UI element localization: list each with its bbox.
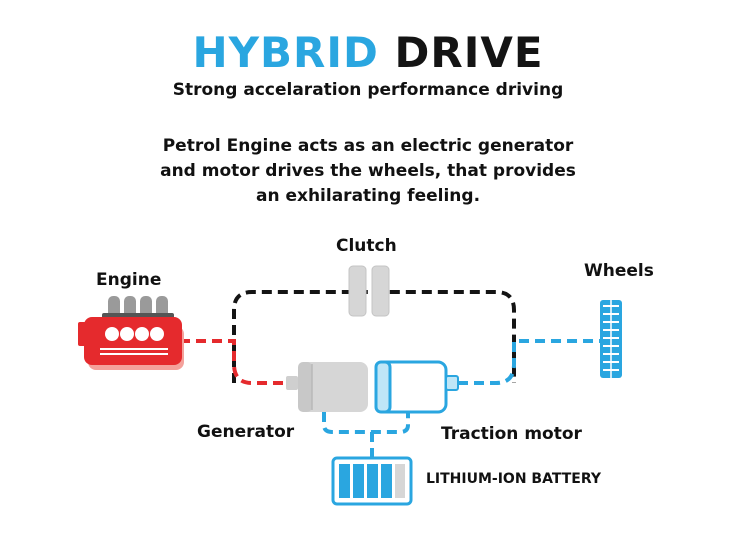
page-title: HYBRID DRIVE — [0, 28, 736, 77]
description-line-3: an exhilarating feeling. — [255, 186, 481, 206]
battery-link — [322, 412, 410, 458]
clutch-icon — [348, 265, 390, 317]
traction-motor-icon — [374, 360, 459, 414]
wheel-icon — [600, 300, 622, 378]
engine-icon — [78, 296, 184, 370]
description-line-1: Petrol Engine acts as an electric genera… — [162, 136, 574, 156]
clutch-label: Clutch — [336, 236, 397, 256]
engine-label: Engine — [96, 270, 162, 290]
description: Petrol Engine acts as an electric genera… — [0, 134, 736, 209]
motor-wheel-link — [458, 339, 600, 385]
title-hybrid: HYBRID — [192, 28, 379, 77]
wheels-label: Wheels — [584, 261, 654, 281]
generator-label: Generator — [197, 422, 295, 442]
subtitle: Strong accelaration performance driving — [172, 80, 564, 100]
traction-motor-label: Traction motor — [441, 424, 582, 444]
generator-icon — [286, 362, 368, 412]
title-drive: DRIVE — [394, 28, 544, 77]
description-line-2: and motor drives the wheels, that provid… — [160, 161, 576, 181]
battery-label: LITHIUM-ION BATTERY — [426, 471, 601, 487]
battery-icon — [331, 456, 413, 506]
